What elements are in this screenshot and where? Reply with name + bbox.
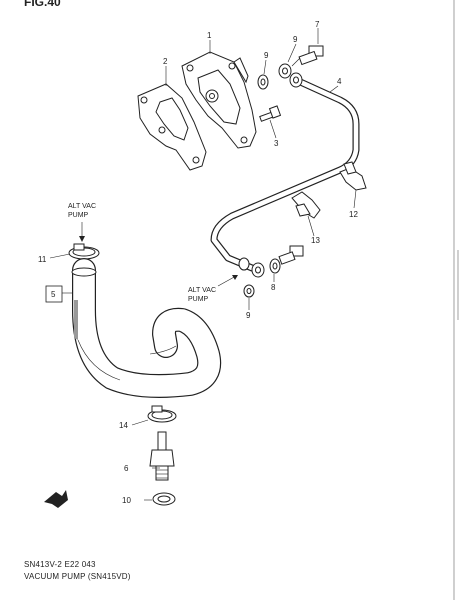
hose-clamp-part-14	[147, 405, 177, 423]
diagram-code: SN413V-2 E22 043	[24, 560, 96, 569]
callout-8: 8	[271, 283, 276, 292]
callout-14: 14	[119, 421, 128, 430]
union-bolt-part-7	[291, 45, 324, 67]
front-arrow-icon	[44, 490, 68, 508]
gasket-part-10	[152, 492, 176, 506]
diagram-caption: VACUUM PUMP (SN415VD)	[24, 572, 131, 581]
callout-1: 1	[207, 31, 212, 40]
callout-9-top: 9	[293, 35, 298, 44]
washer-part-9-lower	[243, 258, 281, 298]
callout-9-lower: 9	[246, 311, 251, 320]
bolt-part-3	[259, 105, 282, 122]
alt-vac-pump-label-right-line2: PUMP	[188, 296, 209, 303]
clamp-part-13	[291, 191, 321, 219]
callout-9-upper: 9	[264, 51, 269, 60]
vacuum-hose-part-5	[71, 258, 222, 398]
leader-lines	[49, 28, 357, 501]
washer-part-9-top	[278, 63, 292, 79]
annotation-arrow-right	[217, 275, 237, 287]
callout-13: 13	[311, 236, 320, 245]
alt-vac-pump-label-line2: PUMP	[68, 212, 89, 219]
callout-3: 3	[274, 139, 279, 148]
callout-4: 4	[337, 77, 342, 86]
annotation-arrowhead	[79, 236, 85, 242]
hose-clamp-part-11	[68, 243, 100, 260]
vacuum-pump-part-1	[181, 51, 257, 149]
connector-part-6	[149, 431, 175, 481]
callout-11: 11	[38, 255, 47, 264]
callout-7: 7	[315, 20, 320, 29]
annotation-arrowhead-right	[232, 275, 238, 280]
alt-vac-pump-label-line1: ALT VAC	[68, 203, 96, 210]
alt-vac-pump-label-right-line1: ALT VAC	[188, 287, 216, 294]
washer-part-9-upper	[257, 74, 269, 90]
gasket-part-2	[137, 83, 207, 171]
callout-5-box: 5	[45, 285, 63, 303]
callout-10: 10	[122, 496, 131, 505]
clamp-part-12	[339, 161, 367, 191]
callout-12: 12	[349, 210, 358, 219]
callout-2: 2	[163, 57, 168, 66]
callout-6: 6	[124, 464, 129, 473]
union-bolt-part-8	[278, 245, 304, 265]
callout-5: 5	[51, 290, 56, 299]
figure-title: FIG.40	[24, 0, 61, 9]
